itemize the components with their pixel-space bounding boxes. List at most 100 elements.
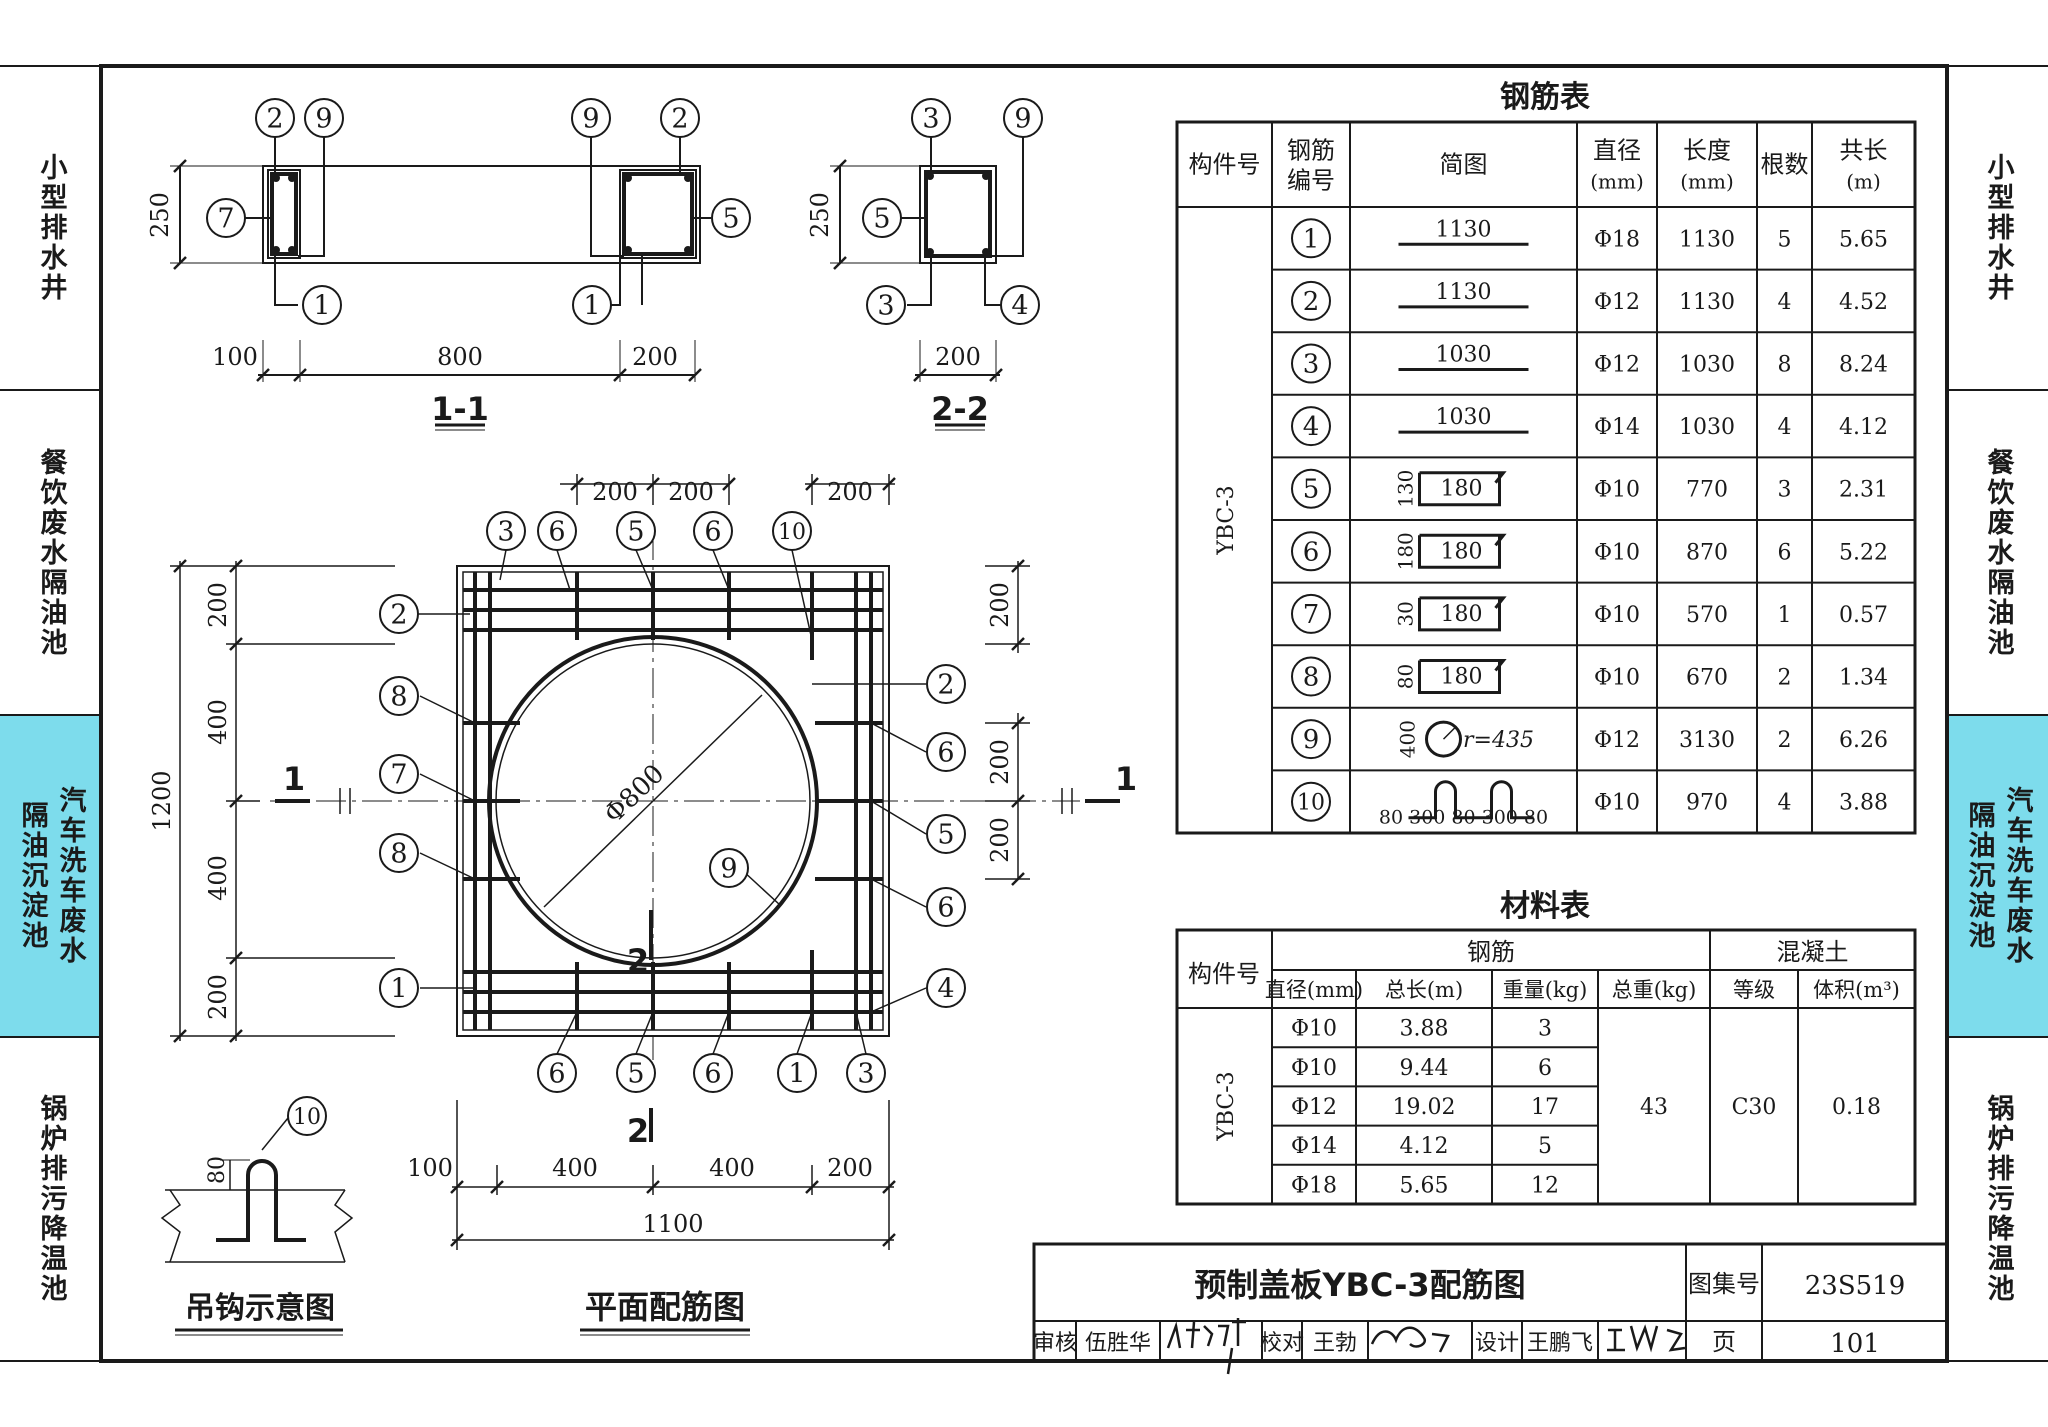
title-block <box>1032 1242 1949 1363</box>
rebar-table-header: 长度(mm) <box>1680 137 1734 194</box>
callout-number: 6 <box>937 893 954 924</box>
rebar-cell-total: 0.57 <box>1839 603 1888 628</box>
callout-number: 2 <box>937 670 954 701</box>
rebar-cell-len: 770 <box>1686 478 1728 503</box>
rebar-callout-bubble: 6 <box>693 1053 733 1093</box>
dimension-tick <box>1011 872 1025 886</box>
side-tab-2[interactable]: 汽车洗车废水隔油沉淀池 <box>1947 715 2048 1037</box>
side-tab-label: 隔油沉淀池 <box>16 801 48 951</box>
svg-text:审核: 审核 <box>1033 1331 1077 1356</box>
rebar-table-title: 钢筋表 <box>1500 80 1590 115</box>
dimension-tick <box>256 368 270 382</box>
rebar-callout-bubble: 5 <box>711 198 751 238</box>
material-table-grid <box>1175 928 1917 1206</box>
rebar-table-member: YBC-3 <box>1214 485 1239 555</box>
side-tab-3[interactable]: 锅炉排污降温池 <box>1947 1037 2048 1361</box>
dimension-tick <box>805 1180 819 1194</box>
side-tab-2[interactable]: 汽车洗车废水隔油沉淀池 <box>0 715 101 1037</box>
callout-number: 5 <box>937 820 954 851</box>
rebar-cell-len: 870 <box>1686 540 1728 565</box>
rebar-callout-bubble: 5 <box>616 1053 656 1093</box>
svg-text:1: 1 <box>1115 760 1137 798</box>
rebar-table-header: 构件号 <box>1189 151 1261 179</box>
svg-text:2: 2 <box>627 1112 649 1150</box>
dimension-tick <box>646 477 660 491</box>
rebar-sketch-side: 130 <box>1394 470 1418 508</box>
rebar-callout-bubble: 5 <box>862 198 902 238</box>
rebar-callout-bubble: 5 <box>616 511 656 551</box>
dimension-tick <box>805 477 819 491</box>
dimension-tick <box>450 1180 464 1194</box>
rebar-cell-dia: Φ10 <box>1594 478 1640 503</box>
plan-labels: 200 200 200 100 400 400 200 1100 200 400… <box>148 478 1137 1326</box>
rebar-callout-bubble: 7 <box>379 754 419 794</box>
dimension-tick <box>833 159 847 173</box>
dimension-tick <box>173 159 187 173</box>
material-cell-len: 9.44 <box>1400 1056 1449 1081</box>
rebar-number: 6 <box>1303 537 1320 567</box>
rebar-cell-dia: Φ10 <box>1594 603 1640 628</box>
rebar-cell-dia: Φ12 <box>1594 353 1640 378</box>
side-tab-1[interactable]: 餐饮废水隔油池 <box>0 390 101 715</box>
rebar-callout-bubble: 5 <box>926 814 966 854</box>
side-tab-0[interactable]: 小型排水井 <box>0 66 101 390</box>
callout-number: 9 <box>720 854 737 885</box>
material-cell-dia: Φ10 <box>1291 1017 1337 1042</box>
section-2-2 <box>830 137 1024 431</box>
section-1-1-dims: 250 100 800 200 1-1 <box>146 192 678 428</box>
dimension-tick <box>229 794 243 808</box>
callout-number: 6 <box>548 517 565 548</box>
dimension-tick <box>1011 559 1025 573</box>
callout-number: 7 <box>390 760 407 791</box>
svg-text:200: 200 <box>204 974 232 1020</box>
rebar-cell-len: 670 <box>1686 666 1728 691</box>
callout-number: 5 <box>722 204 739 235</box>
callout-number: 1 <box>583 291 600 322</box>
hook-detail <box>160 1117 354 1263</box>
rebar-cell-len: 1030 <box>1679 353 1735 378</box>
side-tab-1[interactable]: 餐饮废水隔油池 <box>1947 390 2048 715</box>
side-tab-0[interactable]: 小型排水井 <box>1947 66 2048 390</box>
rebar-cell-dia: Φ14 <box>1594 415 1640 440</box>
callout-number: 8 <box>390 839 407 870</box>
svg-text:400: 400 <box>204 855 232 901</box>
dimension-tick <box>229 559 243 573</box>
material-subheader: 重量(kg) <box>1503 978 1588 1002</box>
rebar-cell-len: 1130 <box>1679 227 1735 252</box>
callout-number: 6 <box>704 1059 721 1090</box>
rebar-cell-count: 1 <box>1778 603 1792 628</box>
side-tab-label: 隔油沉淀池 <box>1963 801 1995 951</box>
dimension-tick <box>229 637 243 651</box>
svg-text:250: 250 <box>806 192 834 238</box>
rebar-table-header: 根数 <box>1761 151 1809 179</box>
rebar-sketch-length: 180 <box>1441 477 1483 502</box>
material-total-weight: 43 <box>1640 1095 1668 1120</box>
material-cell-weight: 5 <box>1538 1134 1552 1159</box>
material-table: 构件号钢筋混凝土直径(mm)总长(m)重量(kg)总重(kg)等级体积(m³)Y… <box>1175 928 1917 1206</box>
rebar-callout-bubble: 1 <box>379 968 419 1008</box>
svg-text:100: 100 <box>407 1154 453 1182</box>
material-cell-weight: 6 <box>1538 1056 1552 1081</box>
rebar-cell-len: 1130 <box>1679 290 1735 315</box>
rebar-cell-count: 2 <box>1778 666 1792 691</box>
dimension-tick <box>173 256 187 270</box>
callout-number: 6 <box>548 1059 565 1090</box>
rebar-callout-bubble: 2 <box>926 664 966 704</box>
material-cell-len: 19.02 <box>1393 1095 1456 1120</box>
callout-number: 3 <box>877 291 894 322</box>
material-cell-dia: Φ18 <box>1291 1173 1337 1198</box>
rebar-callout-bubble: 9 <box>571 98 611 138</box>
callout-number: 7 <box>217 204 234 235</box>
dimension-tick <box>229 951 243 965</box>
material-subheader: 体积(m³) <box>1813 978 1900 1002</box>
side-tab-label: 小型排水井 <box>35 153 67 303</box>
plan-title: 平面配筋图 <box>585 1288 745 1326</box>
dimension-tick <box>989 368 1003 382</box>
side-tab-3[interactable]: 锅炉排污降温池 <box>0 1037 101 1361</box>
